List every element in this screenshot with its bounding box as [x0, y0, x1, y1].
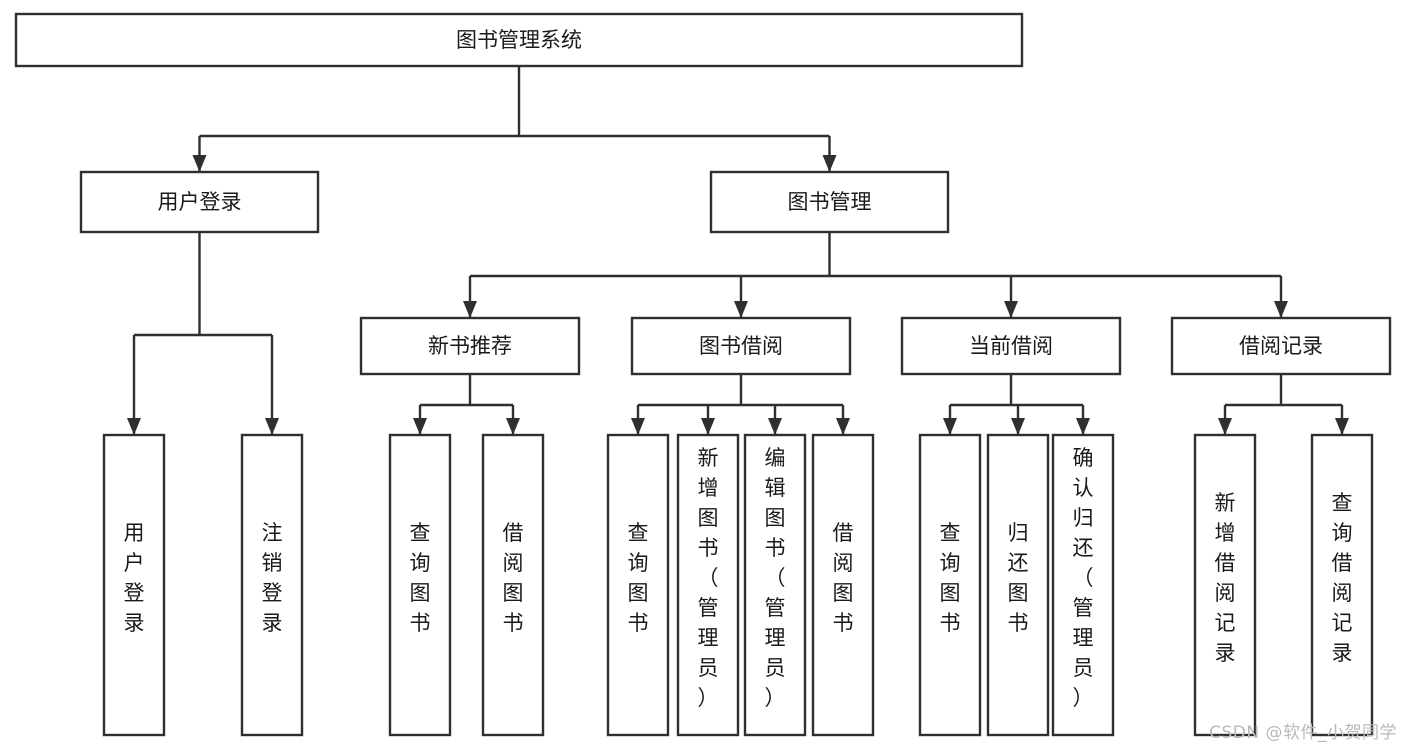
edge-layer	[127, 66, 1349, 435]
node-box	[630, 316, 852, 376]
node-label: 查询图书	[940, 521, 961, 635]
edge-arrow-icon	[1004, 301, 1018, 318]
node-newbook[interactable]: 新书推荐	[359, 316, 581, 376]
node-box	[986, 433, 1050, 737]
node-l-addrec[interactable]: 新增借阅记录	[1193, 433, 1257, 737]
node-box	[481, 433, 545, 737]
node-label: 新增图书（管理员）	[698, 446, 719, 710]
edge-arrow-icon	[836, 418, 850, 435]
edge-arrow-icon	[701, 418, 715, 435]
node-label: 借阅图书	[833, 521, 854, 635]
node-box	[918, 433, 982, 737]
node-l-add[interactable]: 新增图书（管理员）	[676, 433, 740, 737]
connector-records-split	[1218, 374, 1349, 435]
node-records[interactable]: 借阅记录	[1170, 316, 1392, 376]
connector-login-split	[127, 232, 279, 435]
node-label: 当前借阅	[969, 334, 1053, 358]
node-box	[743, 433, 807, 737]
node-l-qry1[interactable]: 查询图书	[388, 433, 452, 737]
node-box	[388, 433, 452, 737]
node-label: 确认归还（管理员）	[1073, 446, 1094, 710]
node-label: 新增借阅记录	[1215, 491, 1236, 665]
node-box	[14, 12, 1024, 68]
node-label: 用户登录	[124, 521, 145, 635]
node-label: 借阅图书	[503, 521, 524, 635]
node-label: 归还图书	[1008, 521, 1029, 635]
node-box	[811, 433, 875, 737]
node-box	[240, 433, 304, 737]
edge-arrow-icon	[127, 418, 141, 435]
node-root[interactable]: 图书管理系统	[14, 12, 1024, 68]
connector-newbook-split	[413, 374, 520, 435]
node-borrow[interactable]: 图书借阅	[630, 316, 852, 376]
node-current[interactable]: 当前借阅	[900, 316, 1122, 376]
node-login[interactable]: 用户登录	[79, 170, 320, 234]
node-l-edit[interactable]: 编辑图书（管理员）	[743, 433, 807, 737]
edge-arrow-icon	[265, 418, 279, 435]
node-box	[1170, 316, 1392, 376]
node-box	[1051, 433, 1115, 737]
node-box	[1310, 433, 1374, 737]
node-l-qryrec[interactable]: 查询借阅记录	[1310, 433, 1374, 737]
node-box	[676, 433, 740, 737]
node-label: 查询图书	[628, 521, 649, 635]
node-bookmgmt[interactable]: 图书管理	[709, 170, 950, 234]
edge-arrow-icon	[1335, 418, 1349, 435]
node-label: 用户登录	[158, 190, 242, 214]
edge-arrow-icon	[631, 418, 645, 435]
node-box	[1193, 433, 1257, 737]
edge-arrow-icon	[734, 301, 748, 318]
edge-arrow-icon	[1011, 418, 1025, 435]
node-l-qry3[interactable]: 查询图书	[918, 433, 982, 737]
node-box	[900, 316, 1122, 376]
edge-arrow-icon	[822, 155, 837, 172]
node-label: 图书管理	[788, 190, 872, 214]
node-l-logout[interactable]: 注销登录	[240, 433, 304, 737]
node-label: 新书推荐	[428, 334, 512, 358]
connector-current-split	[943, 374, 1090, 435]
edge-arrow-icon	[506, 418, 520, 435]
edge-arrow-icon	[463, 301, 477, 318]
csdn-watermark: CSDN @软件_小贺同学	[1209, 723, 1397, 743]
node-label: 注销登录	[262, 521, 283, 635]
node-label: 图书借阅	[699, 334, 783, 358]
node-box	[709, 170, 950, 234]
edge-arrow-icon	[768, 418, 782, 435]
connector-root-split	[192, 66, 837, 172]
node-l-return[interactable]: 归还图书	[986, 433, 1050, 737]
node-l-brw2[interactable]: 借阅图书	[811, 433, 875, 737]
connector-borrow-split	[631, 374, 850, 435]
node-box	[79, 170, 320, 234]
node-label: 查询图书	[410, 521, 431, 635]
node-box	[606, 433, 670, 737]
node-label: 编辑图书（管理员）	[765, 446, 786, 710]
node-label: 查询借阅记录	[1332, 491, 1353, 665]
node-layer: 图书管理系统用户登录图书管理新书推荐图书借阅当前借阅借阅记录用户登录注销登录查询…	[14, 12, 1392, 737]
node-box	[359, 316, 581, 376]
node-label: 图书管理系统	[456, 28, 582, 52]
node-l-confirm[interactable]: 确认归还（管理员）	[1051, 433, 1115, 737]
node-label: 借阅记录	[1239, 334, 1323, 358]
connector-bookmgmt-split	[463, 232, 1288, 318]
edge-arrow-icon	[413, 418, 427, 435]
node-box	[102, 433, 166, 737]
node-l-brw1[interactable]: 借阅图书	[481, 433, 545, 737]
edge-arrow-icon	[1076, 418, 1090, 435]
node-l-qry2[interactable]: 查询图书	[606, 433, 670, 737]
edge-arrow-icon	[943, 418, 957, 435]
node-l-login[interactable]: 用户登录	[102, 433, 166, 737]
edge-arrow-icon	[1218, 418, 1232, 435]
edge-arrow-icon	[192, 155, 207, 172]
edge-arrow-icon	[1274, 301, 1288, 318]
